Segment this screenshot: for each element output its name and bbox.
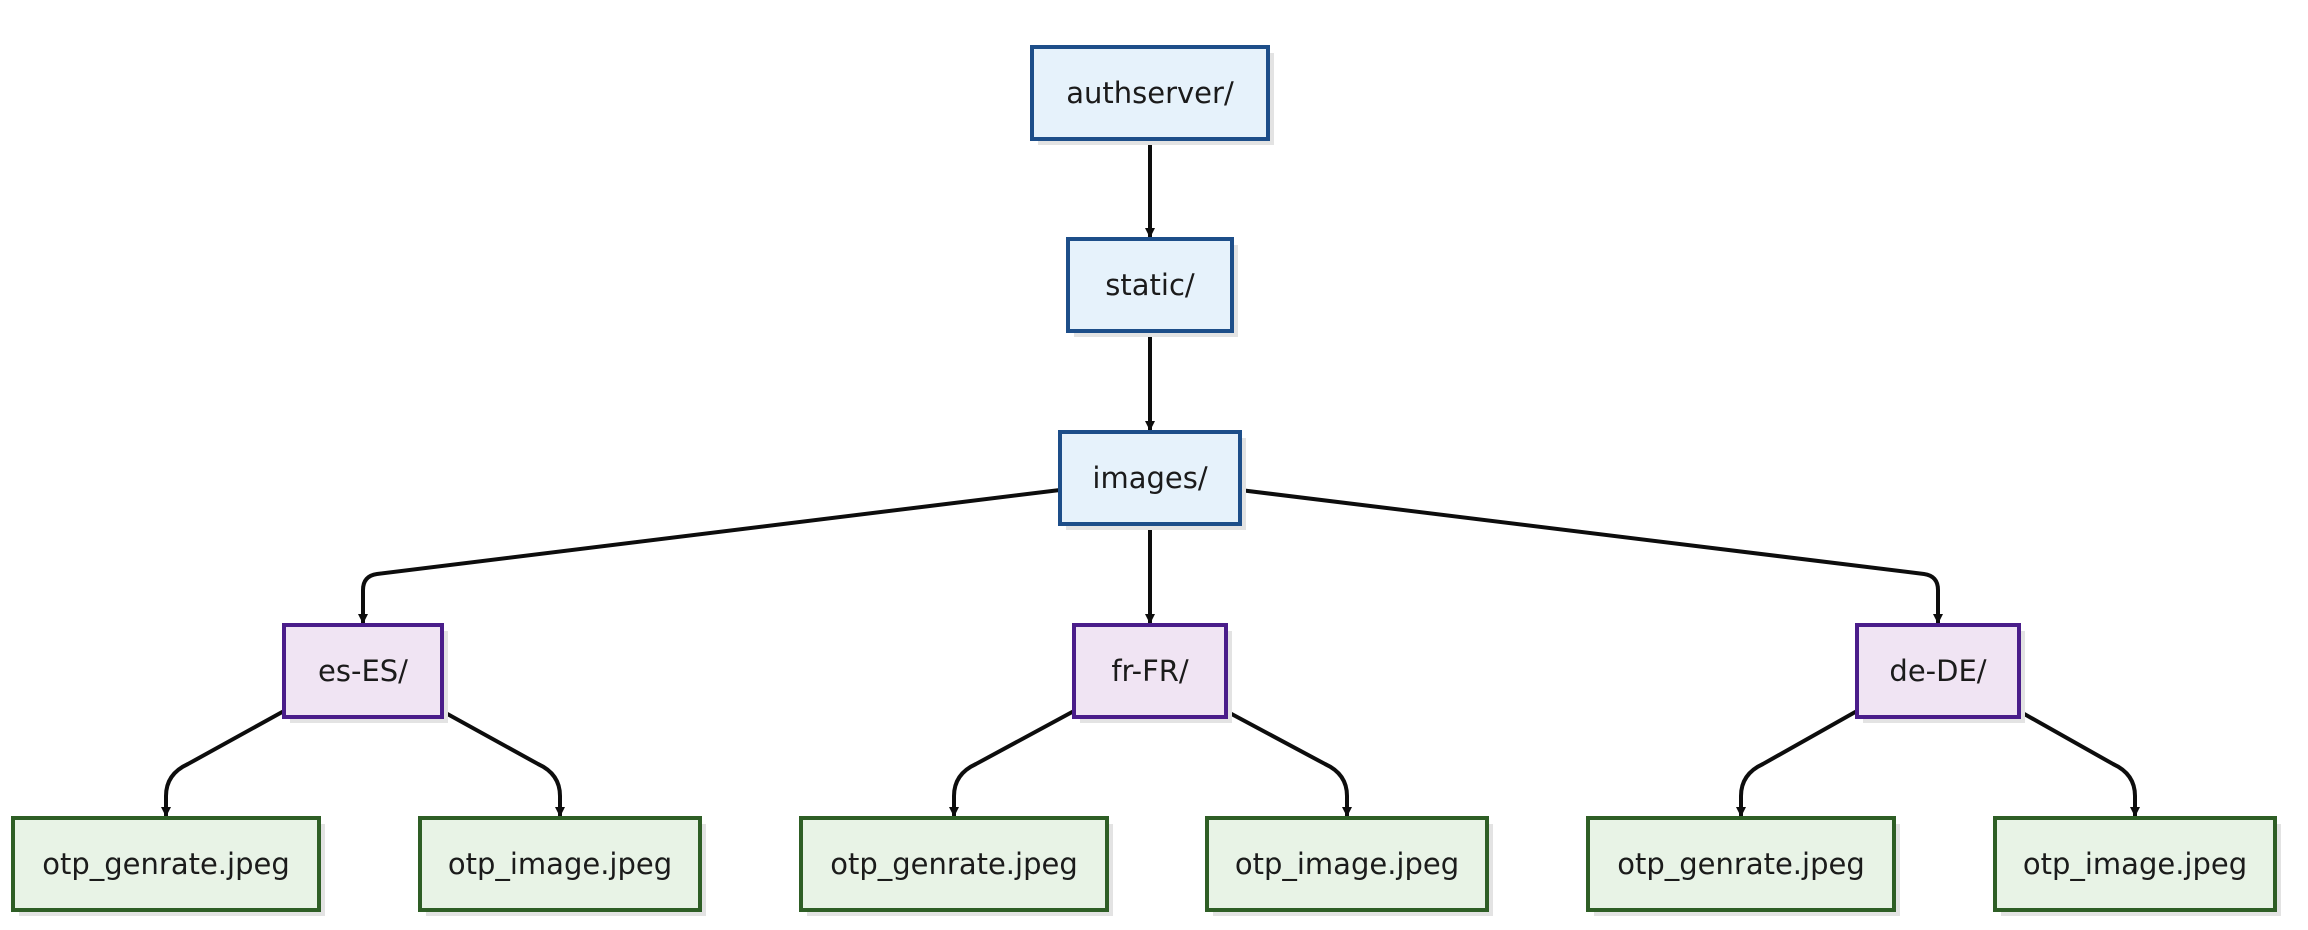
file-node-fr-genrate: otp_genrate.jpeg	[799, 816, 1113, 916]
edge-images-to-de	[1239, 488, 1943, 624]
edge-de-to-de-genrate	[1736, 709, 1858, 817]
edge-de-to-de-image	[2018, 709, 2140, 817]
edge-es-to-es-genrate	[161, 709, 285, 817]
edge-images-to-es	[358, 488, 1061, 624]
node-label: otp_genrate.jpeg	[830, 847, 1078, 881]
edge-group	[441, 709, 565, 817]
edge-group	[1736, 709, 1858, 817]
edge-fr-to-fr-genrate	[949, 709, 1075, 817]
file-node-de-image: otp_image.jpeg	[1993, 816, 2281, 916]
node-label: fr-FR/	[1111, 654, 1189, 688]
node-box	[1066, 237, 1234, 333]
file-node-fr-image: otp_image.jpeg	[1205, 816, 1493, 916]
node-label: otp_image.jpeg	[2023, 847, 2247, 881]
node-box	[1030, 45, 1270, 141]
node-box	[1855, 623, 2021, 719]
folder-node-images: images/	[1058, 430, 1246, 530]
edge-group	[161, 709, 285, 817]
edge-group	[949, 709, 1075, 817]
node-box	[1058, 430, 1242, 526]
node-label: es-ES/	[318, 654, 408, 688]
nodes-layer: authserver/static/images/es-ES/fr-FR/de-…	[11, 45, 2281, 916]
locale-node-de: de-DE/	[1855, 623, 2025, 723]
folder-node-authserver: authserver/	[1030, 45, 1274, 145]
locale-node-fr: fr-FR/	[1072, 623, 1232, 723]
node-box	[282, 623, 444, 719]
node-box	[11, 816, 321, 912]
node-label: otp_image.jpeg	[448, 847, 672, 881]
node-label: otp_genrate.jpeg	[1617, 847, 1865, 881]
node-box	[799, 816, 1109, 912]
edge-group	[358, 488, 1061, 624]
edge-group	[2018, 709, 2140, 817]
edge-group	[1225, 709, 1352, 817]
edge-group	[1239, 488, 1943, 624]
file-node-es-image: otp_image.jpeg	[418, 816, 706, 916]
node-label: authserver/	[1066, 76, 1234, 110]
node-box	[1993, 816, 2277, 912]
node-box	[1072, 623, 1228, 719]
node-box	[418, 816, 702, 912]
node-label: images/	[1092, 461, 1207, 495]
file-node-es-genrate: otp_genrate.jpeg	[11, 816, 325, 916]
edge-es-to-es-image	[441, 709, 565, 817]
node-label: static/	[1105, 268, 1195, 302]
node-label: de-DE/	[1889, 654, 1986, 688]
node-label: otp_image.jpeg	[1235, 847, 1459, 881]
edges-layer	[161, 139, 2140, 817]
node-box	[1586, 816, 1896, 912]
file-node-de-genrate: otp_genrate.jpeg	[1586, 816, 1900, 916]
node-box	[1205, 816, 1489, 912]
node-label: otp_genrate.jpeg	[42, 847, 290, 881]
locale-node-es: es-ES/	[282, 623, 448, 723]
folder-node-static: static/	[1066, 237, 1238, 337]
edge-fr-to-fr-image	[1225, 709, 1352, 817]
